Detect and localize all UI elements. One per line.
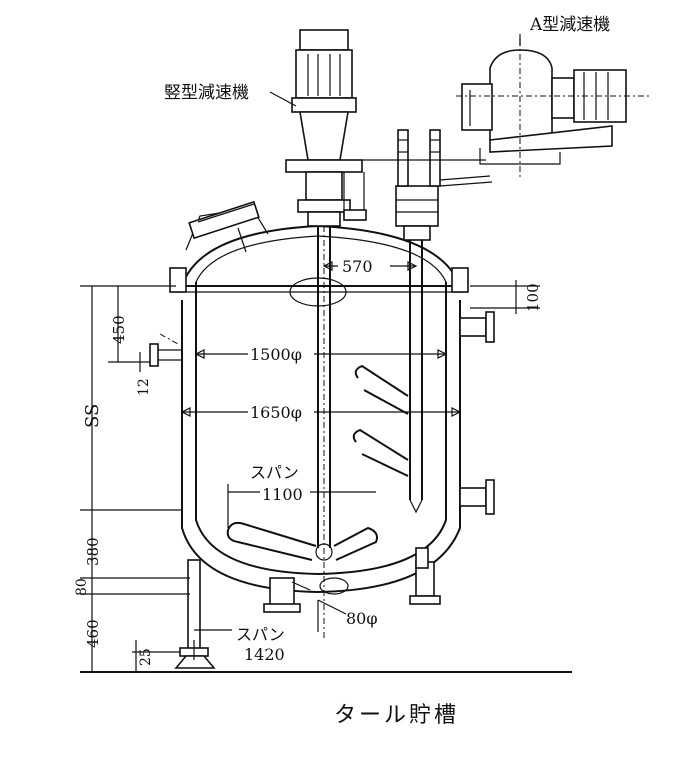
- legs: [174, 547, 429, 669]
- tank-body: [169, 200, 469, 594]
- dim-1650-phi: 1650φ: [250, 403, 302, 422]
- a-type-reducer: [456, 34, 650, 180]
- dim-12: 12: [136, 378, 152, 396]
- nozzles: [149, 311, 495, 613]
- manhole-icon: [185, 200, 269, 253]
- agitator: [226, 30, 378, 640]
- vertical-reducer: [285, 29, 486, 227]
- dim-570: 570: [342, 257, 373, 276]
- dim-1420: 1420: [244, 645, 285, 664]
- dim-380: 380: [84, 537, 102, 566]
- dim-450: 450: [110, 315, 128, 344]
- dimension-lines: [80, 38, 540, 672]
- dim-ss: SS: [82, 404, 103, 428]
- figure-caption: タール貯槽: [334, 703, 459, 728]
- dim-1500-phi: 1500φ: [250, 345, 302, 364]
- dim-80-left: 80: [74, 578, 90, 596]
- dim-100: 100: [524, 283, 542, 312]
- dim-460: 460: [84, 619, 102, 648]
- coil-pipe: [352, 129, 493, 514]
- span-label-1: スパン: [250, 463, 299, 482]
- span-label-2: スパン: [236, 625, 285, 644]
- vertical-reducer-label: 竪型減速機: [164, 83, 249, 103]
- dim-25: 25: [138, 648, 154, 666]
- dim-1100: 1100: [262, 485, 303, 504]
- a-type-reducer-label: A型減速機: [529, 15, 610, 35]
- dim-80-phi: 80φ: [346, 609, 378, 628]
